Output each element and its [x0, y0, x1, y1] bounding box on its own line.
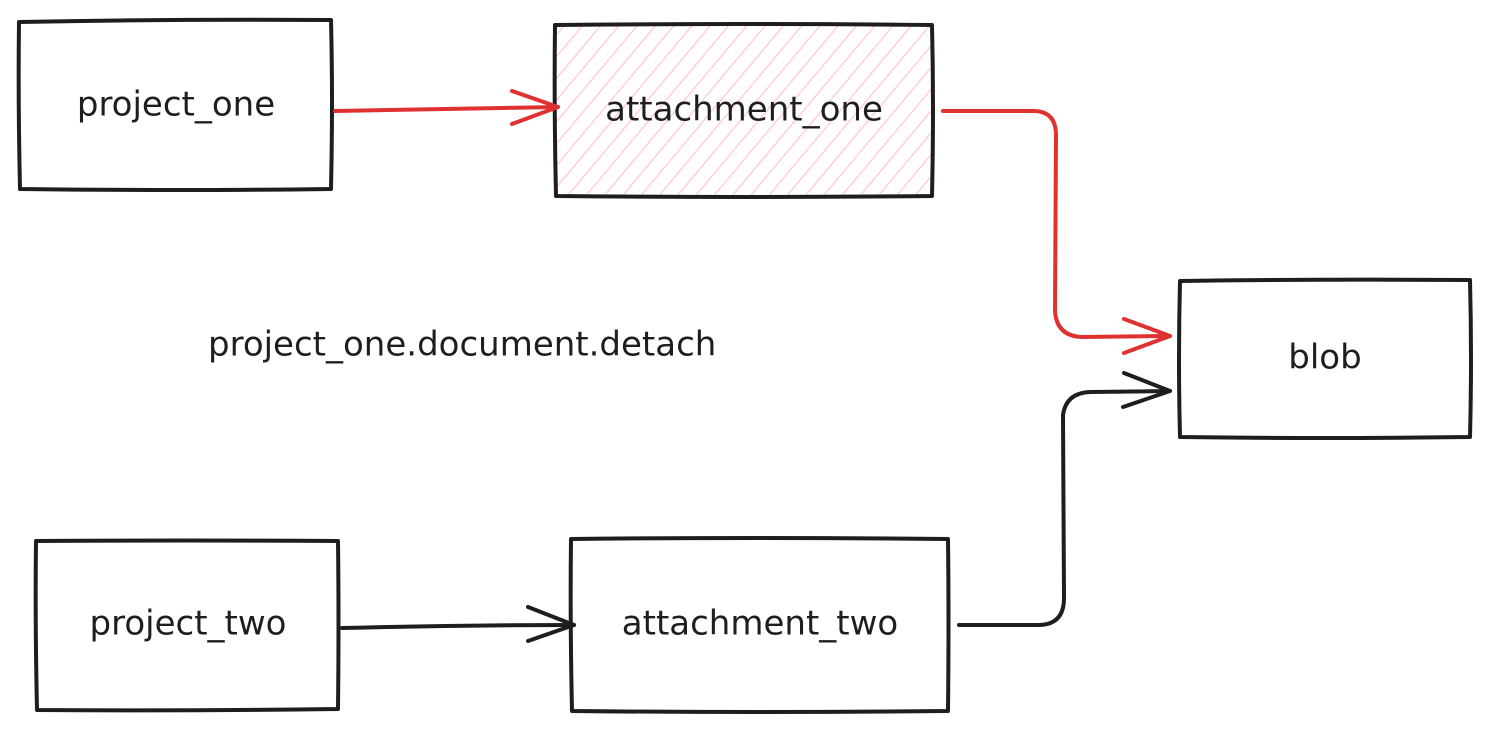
node-project-two[interactable]: project_two — [33, 538, 341, 713]
node-attachment-two[interactable]: attachment_two — [568, 536, 951, 714]
arrowhead-icon — [526, 605, 576, 643]
edge-line — [957, 389, 1172, 627]
node-project-one-border — [16, 17, 334, 192]
edge-line — [941, 109, 1172, 339]
node-project-two-border — [33, 538, 341, 713]
node-blob[interactable]: blob — [1177, 277, 1473, 440]
node-project-one-label: project_one — [77, 85, 275, 125]
edge-attachment-two-to-blob[interactable] — [957, 371, 1172, 627]
edge-line — [340, 623, 576, 630]
node-attachment-one-label: attachment_one — [605, 90, 883, 130]
node-project-one[interactable]: project_one — [16, 17, 334, 192]
node-attachment-one-border — [552, 22, 935, 199]
arrowhead-icon — [1121, 371, 1172, 409]
arrowhead-icon — [510, 89, 560, 126]
node-blob-border — [1177, 277, 1473, 440]
node-blob-label: blob — [1288, 338, 1361, 378]
edge-project-one-to-attachment-one[interactable] — [333, 89, 560, 126]
node-attachment-one[interactable]: attachment_one — [552, 22, 935, 199]
node-attachment-two-label: attachment_two — [622, 604, 898, 644]
edge-project-two-to-attachment-two[interactable] — [340, 605, 576, 643]
edge-line — [333, 105, 560, 113]
node-project-two-label: project_two — [90, 604, 287, 644]
edge-attachment-one-to-blob[interactable] — [941, 109, 1172, 355]
node-attachment-two-border — [568, 536, 951, 714]
node-attachment-one-hatch-fill — [556, 26, 932, 196]
annotation-text: project_one.document.detach — [208, 325, 716, 365]
arrowhead-icon — [1122, 317, 1172, 355]
